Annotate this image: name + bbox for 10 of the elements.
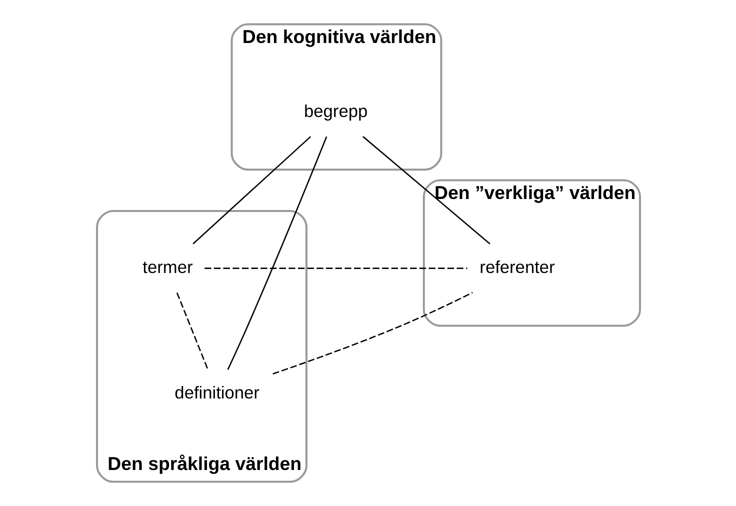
connector: [176, 292, 208, 370]
connector: [272, 292, 472, 374]
node-text: begrepp: [304, 100, 368, 121]
connector: [226, 136, 327, 370]
connector: [362, 136, 490, 244]
node-text: termer: [142, 256, 192, 277]
node-text: referenter: [479, 256, 554, 277]
connector: [192, 136, 311, 244]
connector: [204, 268, 467, 269]
node-text: definitioner: [174, 382, 259, 402]
